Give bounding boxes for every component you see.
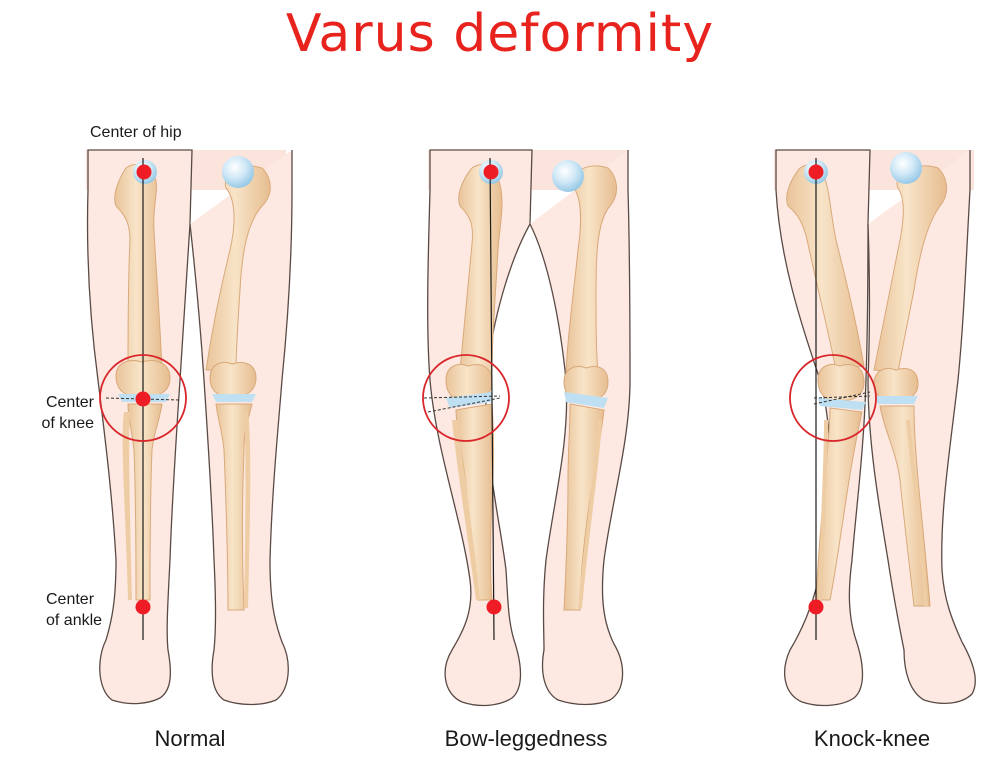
knee-joint-angle-line [813,391,871,405]
caption-normal: Normal [154,726,226,751]
right-knee-cartilage [564,392,608,408]
right-knee-cartilage [874,396,918,404]
panel-normal [86,149,293,706]
ankle-center-marker [808,599,824,615]
right-femoral-head [890,152,922,184]
knee-highlight-circle [99,354,187,442]
right-femoral-head [552,160,584,192]
knee-highlight-circle [789,354,877,442]
left-fibula [122,412,132,600]
ankle-center-marker [135,599,151,615]
label-knee-line1: Center [45,394,94,411]
knee-joint-line [813,395,871,399]
knee-joint-line [423,395,501,399]
left-knee-condyles [817,364,865,401]
right-femur [873,165,947,373]
ankle-center-marker [486,599,502,615]
right-fibula [906,420,928,606]
right-knee-condyles [873,368,919,401]
caption-knock-knee: Knock-knee [813,726,931,751]
diagram-title: Varus deformity [285,4,715,64]
label-center-of-hip: Center of hip [90,124,182,141]
right-tibia [879,405,931,607]
hip-center-marker [808,164,824,180]
right-femoral-head [222,156,254,188]
label-knee-line2: of knee [41,415,94,432]
label-center-of-ankle: Center of ankle [46,589,116,631]
left-fibula [818,420,828,600]
right-tibia [215,403,253,611]
hip-center-marker [136,164,152,180]
hip-center-marker [483,164,499,180]
panel-bow-leggedness [422,149,631,707]
label-ankle-line2: of ankle [46,612,103,629]
panel-knock-knee [774,149,976,707]
right-knee-condyles [209,362,257,397]
right-femur [565,165,617,373]
left-knee-cartilage [446,392,492,408]
label-ankle-line1: Center [46,591,95,608]
left-fibula [452,420,480,600]
caption-bow-leggedness: Bow-leggedness [444,726,608,751]
mechanical-axis-line [489,157,495,641]
left-tibia [127,403,163,601]
right-knee-cartilage [212,394,256,402]
label-center-of-knee: Center of knee [38,392,94,434]
right-fibula [578,420,602,608]
knee-center-marker [135,391,151,407]
right-femur [205,165,271,371]
knee-highlight-circle [422,354,510,442]
right-fibula [244,412,251,608]
knee-joint-angle-line [427,397,501,413]
